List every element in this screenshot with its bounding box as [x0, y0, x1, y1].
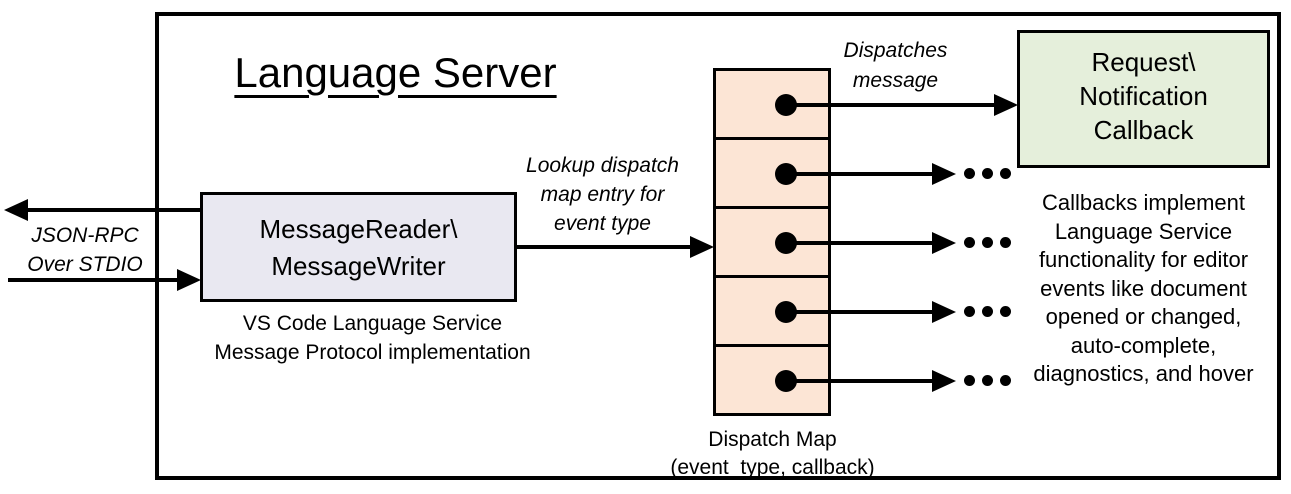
- message-reader-writer-box: MessageReader\ MessageWriter: [200, 192, 517, 302]
- ellipsis-icon: [964, 375, 1011, 386]
- ellipsis-icon: [964, 306, 1011, 317]
- message-box-caption: VS Code Language Service Message Protoco…: [214, 312, 531, 364]
- dispatch-map-caption: Dispatch Map (event_type, callback): [670, 428, 875, 479]
- callback-note: Callbacks implement Language Service fun…: [1033, 190, 1254, 386]
- dispatch-map-cell: [716, 278, 828, 347]
- dispatch-arrow-line: [786, 103, 994, 107]
- lookup-label: Lookup dispatch map entry for event type: [526, 154, 679, 235]
- request-notification-callback-box: Request\ Notification Callback: [1017, 30, 1270, 168]
- arrowhead-icon: [932, 301, 956, 323]
- dispatches-message-label: Dispatches message: [843, 39, 948, 92]
- json-rpc-label: JSON-RPC Over STDIO: [27, 224, 143, 276]
- page-title: Language Server: [234, 49, 557, 96]
- dispatch-arrow-line: [786, 172, 932, 176]
- stdio-in-arrow-line: [8, 278, 180, 282]
- lookup-arrow-line: [517, 245, 692, 249]
- dispatch-arrow-line: [786, 379, 932, 383]
- ellipsis-icon: [964, 168, 1011, 179]
- arrowhead-icon: [932, 163, 956, 185]
- dispatch-map-cell: [716, 71, 828, 140]
- arrowhead-icon: [994, 94, 1018, 116]
- ellipsis-icon: [964, 237, 1011, 248]
- dispatch-arrow-line: [786, 241, 932, 245]
- arrowhead-icon: [932, 370, 956, 392]
- dispatch-arrow-line: [786, 310, 932, 314]
- arrow-left-icon: [4, 199, 28, 221]
- language-server-boundary: [155, 12, 1281, 480]
- arrowhead-icon: [690, 236, 714, 258]
- arrowhead-icon: [177, 269, 201, 291]
- stdio-out-arrow-line: [22, 208, 201, 212]
- arrowhead-icon: [932, 232, 956, 254]
- dispatch-map-cell: [716, 209, 828, 278]
- dispatch-map-cell: [716, 140, 828, 209]
